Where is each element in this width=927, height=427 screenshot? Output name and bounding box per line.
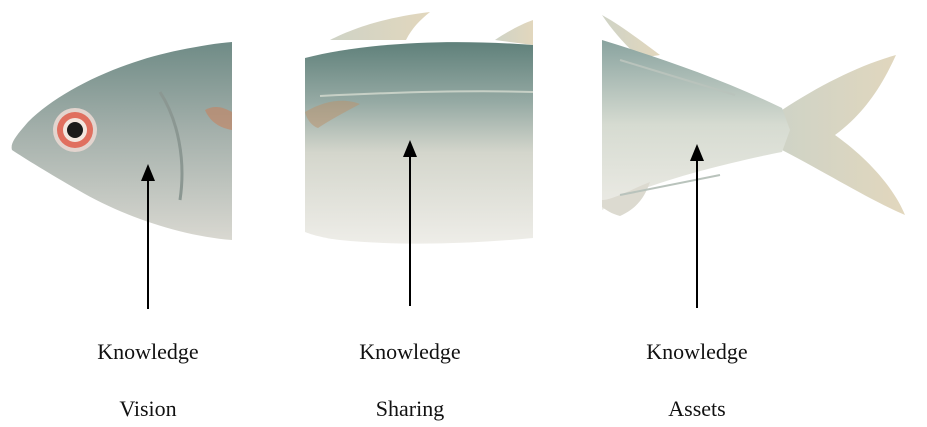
body-caption-line2: Sharing <box>320 398 500 420</box>
head-caption-line1: Knowledge <box>58 341 238 363</box>
dorsal-fin <box>330 12 430 40</box>
fish-head <box>12 42 232 240</box>
caudal-fin <box>782 55 905 215</box>
fish-body <box>305 42 533 244</box>
tail-caption-line2: Assets <box>607 398 787 420</box>
eye-icon <box>53 108 97 152</box>
head-caption-line2: Vision <box>58 398 238 420</box>
body-caption-line1: Knowledge <box>320 341 500 363</box>
fish-body-panel <box>305 12 533 244</box>
fish-head-panel <box>12 42 232 240</box>
second-dorsal-fin <box>495 20 533 45</box>
fish-tail-panel <box>602 15 905 216</box>
tail-caption-line1: Knowledge <box>607 341 787 363</box>
